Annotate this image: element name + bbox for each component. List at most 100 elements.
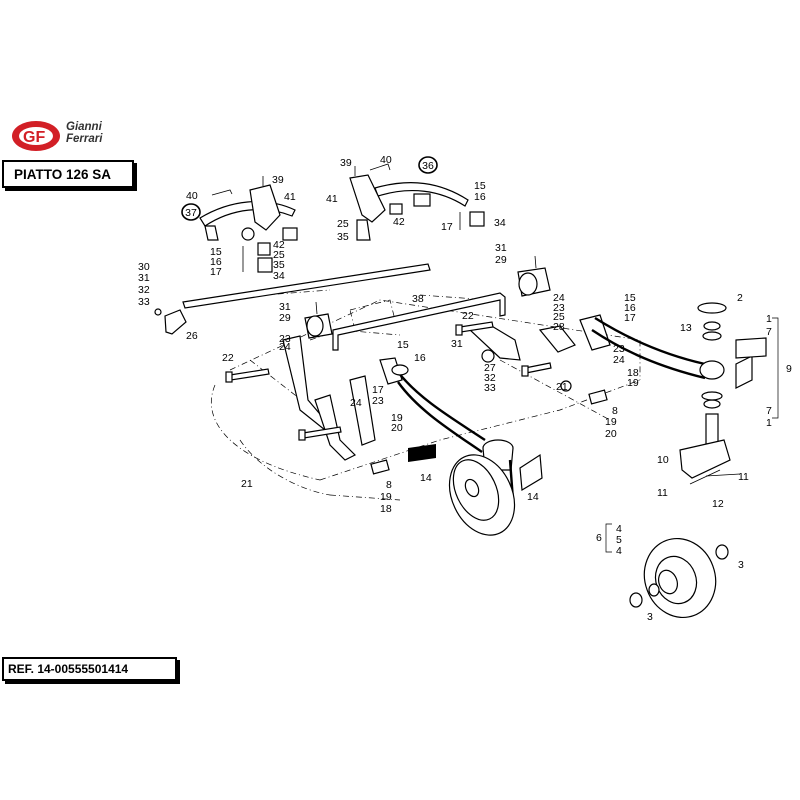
callout-14: 14 <box>420 472 432 484</box>
callout-25: 25 <box>553 311 565 323</box>
arm-37 <box>199 176 298 273</box>
callout-19: 19 <box>391 412 403 424</box>
callout-32: 32 <box>138 284 150 296</box>
callout-42: 42 <box>393 216 405 228</box>
callout-3: 3 <box>738 559 744 571</box>
bolts <box>225 321 608 475</box>
callout-5: 5 <box>616 534 622 546</box>
callout-24: 24 <box>613 354 625 366</box>
callout-24: 24 <box>350 397 362 409</box>
callout-4: 4 <box>616 523 622 535</box>
callout-8: 8 <box>386 479 392 491</box>
callout-33: 33 <box>484 382 496 394</box>
callout-8: 8 <box>612 405 618 417</box>
callout-27: 27 <box>484 362 496 374</box>
callout-29: 29 <box>495 254 507 266</box>
logo-mark: GF <box>23 129 45 146</box>
bracket-9 <box>772 317 779 419</box>
callout-34: 34 <box>494 217 506 229</box>
callout-23: 23 <box>613 343 625 355</box>
callout-35: 35 <box>337 231 349 243</box>
callout-31: 31 <box>138 272 150 284</box>
bushing-29-upper <box>517 255 551 297</box>
callout-19: 19 <box>380 491 392 503</box>
wheel-6 <box>629 537 729 619</box>
callout-circle-36 <box>418 156 438 174</box>
callout-31: 31 <box>451 338 463 350</box>
callout-16: 16 <box>210 256 222 268</box>
arm-36 <box>349 163 485 241</box>
callout-4: 4 <box>616 545 622 557</box>
callout-16: 16 <box>624 302 636 314</box>
callout-40: 40 <box>380 154 392 166</box>
callout-24: 24 <box>553 292 565 304</box>
callout-25: 25 <box>273 249 285 261</box>
callout-circle-37 <box>181 203 201 221</box>
callout-13: 13 <box>680 322 692 334</box>
callout-12: 12 <box>712 498 724 510</box>
callout-22: 22 <box>462 310 474 322</box>
brand-name-line2: Ferrari <box>66 133 103 145</box>
fork-10 <box>679 413 741 485</box>
diagram-title: PIATTO 126 SA <box>14 167 112 182</box>
callout-37: 37 <box>185 207 197 219</box>
callout-7: 7 <box>766 405 772 417</box>
callout-10: 10 <box>657 454 669 466</box>
callout-15: 15 <box>397 339 409 351</box>
callout-14: 14 <box>527 491 539 503</box>
callout-32: 32 <box>484 372 496 384</box>
callout-34: 34 <box>273 270 285 282</box>
callout-18: 18 <box>627 367 639 379</box>
callout-22: 22 <box>222 352 234 364</box>
callout-28: 28 <box>553 321 565 333</box>
callout-16: 16 <box>474 191 486 203</box>
callout-6: 6 <box>596 532 602 544</box>
reference-box: REF. 14-00555501414 <box>2 657 177 681</box>
callout-16: 16 <box>414 352 426 364</box>
diagram-title-box: PIATTO 126 SA <box>2 160 134 188</box>
callout-1: 1 <box>766 417 772 429</box>
gianni-ferrari-logo: GF <box>12 121 60 151</box>
callout-39: 39 <box>340 157 352 169</box>
callout-40: 40 <box>186 190 198 202</box>
left-caster-assembly <box>391 364 516 536</box>
callout-20: 20 <box>391 422 403 434</box>
callout-24: 24 <box>279 341 291 353</box>
callout-17: 17 <box>441 221 453 233</box>
callout-17: 17 <box>624 312 636 324</box>
callout-25: 25 <box>337 218 349 230</box>
rod-30 <box>182 263 431 309</box>
callout-15: 15 <box>210 246 222 258</box>
callout-3: 3 <box>647 611 653 623</box>
callout-15: 15 <box>624 292 636 304</box>
callout-19: 19 <box>605 416 617 428</box>
callout-15: 15 <box>474 180 486 192</box>
callout-1: 1 <box>766 313 772 325</box>
callout-31: 31 <box>495 242 507 254</box>
callout-42: 42 <box>273 239 285 251</box>
decal-14 <box>408 337 767 492</box>
callout-33: 33 <box>138 296 150 308</box>
callout-17: 17 <box>210 266 222 278</box>
brand-name-line1: Gianni <box>66 121 102 133</box>
callout-29: 29 <box>279 312 291 324</box>
callout-38: 38 <box>412 293 424 305</box>
callout-26: 26 <box>186 330 198 342</box>
callout-35: 35 <box>273 259 285 271</box>
callout-23: 23 <box>279 333 291 345</box>
callout-21: 21 <box>556 381 568 393</box>
callout-41: 41 <box>284 191 296 203</box>
bracket-6 <box>605 523 612 553</box>
callout-39: 39 <box>272 174 284 186</box>
rod-38 <box>332 292 506 351</box>
callout-9: 9 <box>786 363 792 375</box>
callout-21: 21 <box>241 478 253 490</box>
bushing-29-center <box>304 301 333 339</box>
logo-emblem-inner <box>19 127 53 145</box>
callout-11: 11 <box>738 471 749 483</box>
callout-23: 23 <box>553 302 565 314</box>
callout-7: 7 <box>766 326 772 338</box>
callout-30: 30 <box>138 261 150 273</box>
